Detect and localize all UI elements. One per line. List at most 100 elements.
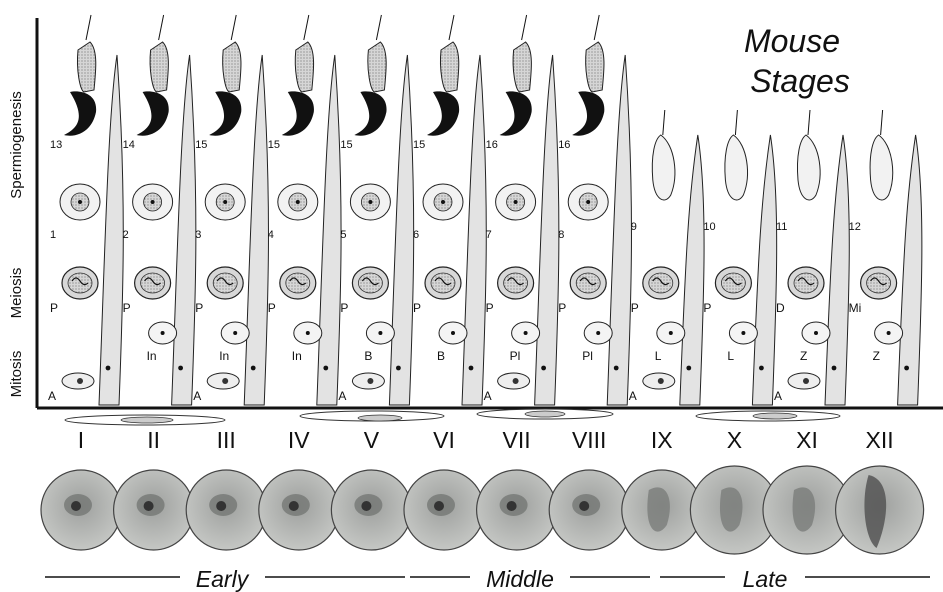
sertoli-cell xyxy=(462,55,486,405)
sertoli-nucleus xyxy=(178,366,183,371)
sertoli-nucleus xyxy=(396,366,401,371)
sperm-cytoplasm xyxy=(295,42,313,92)
sertoli-cell xyxy=(607,55,631,405)
spermatogonium-nucleolus xyxy=(161,331,165,335)
sperm-head xyxy=(572,91,604,135)
spermatogonium-nucleolus xyxy=(378,331,382,335)
nucleolus xyxy=(296,200,300,204)
type-a-nucleus xyxy=(77,378,83,384)
type-a-nucleus xyxy=(367,378,373,384)
stage-column-XI xyxy=(763,110,851,554)
stage-numeral: VII xyxy=(503,427,531,453)
sertoli-nucleus xyxy=(832,366,837,371)
sperm-tail xyxy=(86,15,91,40)
sperm-cytoplasm xyxy=(77,42,95,92)
photo-chromatin xyxy=(144,501,154,511)
base-cell-label: A xyxy=(629,389,637,403)
sertoli-cell xyxy=(317,55,341,405)
nucleolus xyxy=(368,200,372,204)
type-a-nucleus xyxy=(513,378,519,384)
stage-numeral: IX xyxy=(651,427,673,453)
nucleolus xyxy=(78,200,82,204)
nucleolus xyxy=(514,200,518,204)
meiosis-label: P xyxy=(413,301,421,315)
meiosis-label: P xyxy=(340,301,348,315)
stage-column-III xyxy=(186,15,268,550)
elongating-spermatid xyxy=(725,135,748,200)
spermatocyte-nucleus xyxy=(141,273,165,293)
elongating-step-label: 15 xyxy=(413,139,425,151)
stage-numeral: VI xyxy=(433,427,455,453)
sperm-tail xyxy=(449,15,454,40)
nucleolus xyxy=(151,200,155,204)
nucleolus xyxy=(223,200,227,204)
sertoli-nucleus xyxy=(469,366,474,371)
title-line1: Mouse xyxy=(744,23,840,59)
round-step-label: 1 xyxy=(50,229,56,241)
stage-numeral: IV xyxy=(288,427,310,453)
stage-numeral: XII xyxy=(866,427,894,453)
spermatogonium-nucleolus xyxy=(306,331,310,335)
spermatogonium-nucleolus xyxy=(451,331,455,335)
phase-late: Late xyxy=(743,566,788,592)
stage-column-II xyxy=(114,15,196,550)
stage-numeral: VIII xyxy=(572,427,607,453)
phase-early: Early xyxy=(196,566,250,592)
phase-middle: Middle xyxy=(486,566,554,592)
elongating-spermatid xyxy=(870,135,893,200)
spermatogonium-nucleolus xyxy=(887,331,891,335)
sperm-head xyxy=(64,91,96,135)
stage-column-VI xyxy=(404,15,486,550)
round-step-label: 7 xyxy=(486,229,492,241)
sperm-head xyxy=(209,91,241,135)
stage-numeral: III xyxy=(217,427,236,453)
sperm-head xyxy=(427,91,459,135)
photo-nucleus xyxy=(793,487,816,531)
axis-label-mitosis: Mitosis xyxy=(8,351,25,398)
spermatogonium-nucleolus xyxy=(741,331,745,335)
sperm-head xyxy=(282,91,314,135)
sertoli-cell xyxy=(752,135,776,405)
photo-nucleus xyxy=(647,487,670,531)
mitosis-label: L xyxy=(727,349,734,363)
mitosis-label: Pl xyxy=(582,349,593,363)
sertoli-cell xyxy=(535,55,559,405)
spermatocyte-nucleus xyxy=(68,273,92,293)
mitosis-label: In xyxy=(219,349,229,363)
spermatogonium-nucleolus xyxy=(669,331,673,335)
type-a-nucleus xyxy=(658,378,664,384)
sertoli-cell xyxy=(389,55,413,405)
basement-ellipses xyxy=(65,409,840,425)
sperm-cytoplasm xyxy=(513,42,531,92)
nucleolus xyxy=(441,200,445,204)
elongating-step-label: 16 xyxy=(558,139,570,151)
meiosis-label: D xyxy=(776,301,785,315)
round-step-label: 5 xyxy=(340,229,346,241)
meiosis-label: P xyxy=(703,301,711,315)
elongating-step-label: 15 xyxy=(340,139,352,151)
sperm-tail xyxy=(881,110,883,135)
round-step-label: 11 xyxy=(776,221,787,233)
stage-numeral: I xyxy=(78,427,84,453)
sertoli-nucleus xyxy=(541,366,546,371)
spermatogonium-nucleolus xyxy=(596,331,600,335)
sperm-tail xyxy=(376,15,381,40)
photo-chromatin xyxy=(289,501,299,511)
stage-numeral: V xyxy=(364,427,380,453)
stage-column-V xyxy=(331,15,413,550)
sperm-head xyxy=(500,91,532,135)
meiosis-label: P xyxy=(50,301,58,315)
spermatocyte-nucleus xyxy=(358,273,382,293)
stage-numeral: X xyxy=(727,427,742,453)
sperm-tail xyxy=(594,15,599,40)
spermatocyte-nucleus xyxy=(576,273,600,293)
sperm-tail xyxy=(808,110,810,135)
stage-numeral: II xyxy=(147,427,160,453)
elongating-step-label: 13 xyxy=(50,139,62,151)
spermatocyte-nucleus xyxy=(213,273,237,293)
photo-chromatin xyxy=(216,501,226,511)
spermatogonium-nucleolus xyxy=(814,331,818,335)
round-step-label: 10 xyxy=(703,221,715,233)
stage-column-X xyxy=(690,110,778,554)
